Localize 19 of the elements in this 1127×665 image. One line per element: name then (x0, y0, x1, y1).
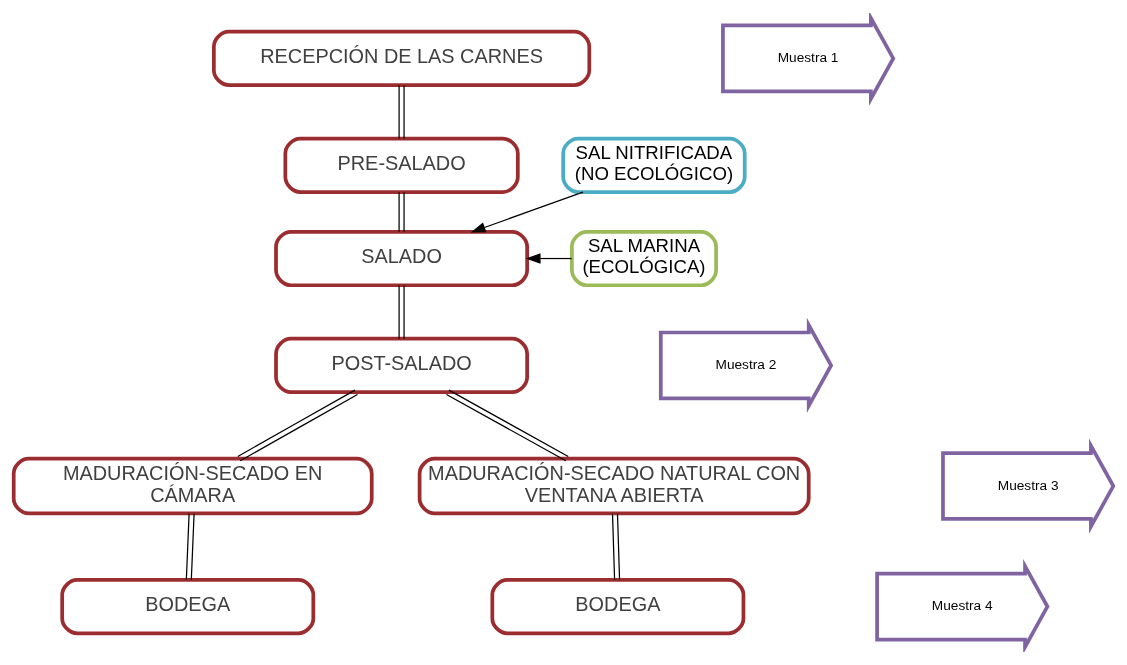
node-box: PRE-SALADO (283, 136, 520, 194)
node-box: MADURACIÓN-SECADO EN CÁMARA (11, 456, 374, 516)
node-box: MADURACIÓN-SECADO NATURAL CON VENTANA ABIERTA (417, 456, 811, 516)
connector (611, 512, 621, 581)
connector (398, 84, 405, 140)
node-box: BODEGA (490, 578, 746, 636)
connector (398, 284, 405, 340)
arrow (525, 253, 573, 264)
node-box: SAL NITRIFICADA (NO ECOLÓGICO) (561, 136, 747, 194)
node-box: BODEGA (60, 578, 316, 636)
node-box: RECEPCIÓN DE LAS CARNES (212, 29, 592, 87)
connector (185, 512, 195, 581)
node-box: SALADO (274, 229, 529, 288)
connector (398, 191, 405, 233)
node-box: SAL MARINA (ECOLÓGICA) (570, 229, 718, 288)
arrow (470, 191, 584, 233)
connector (237, 389, 359, 462)
connector (445, 389, 569, 462)
node-box: POST-SALADO (274, 336, 529, 395)
